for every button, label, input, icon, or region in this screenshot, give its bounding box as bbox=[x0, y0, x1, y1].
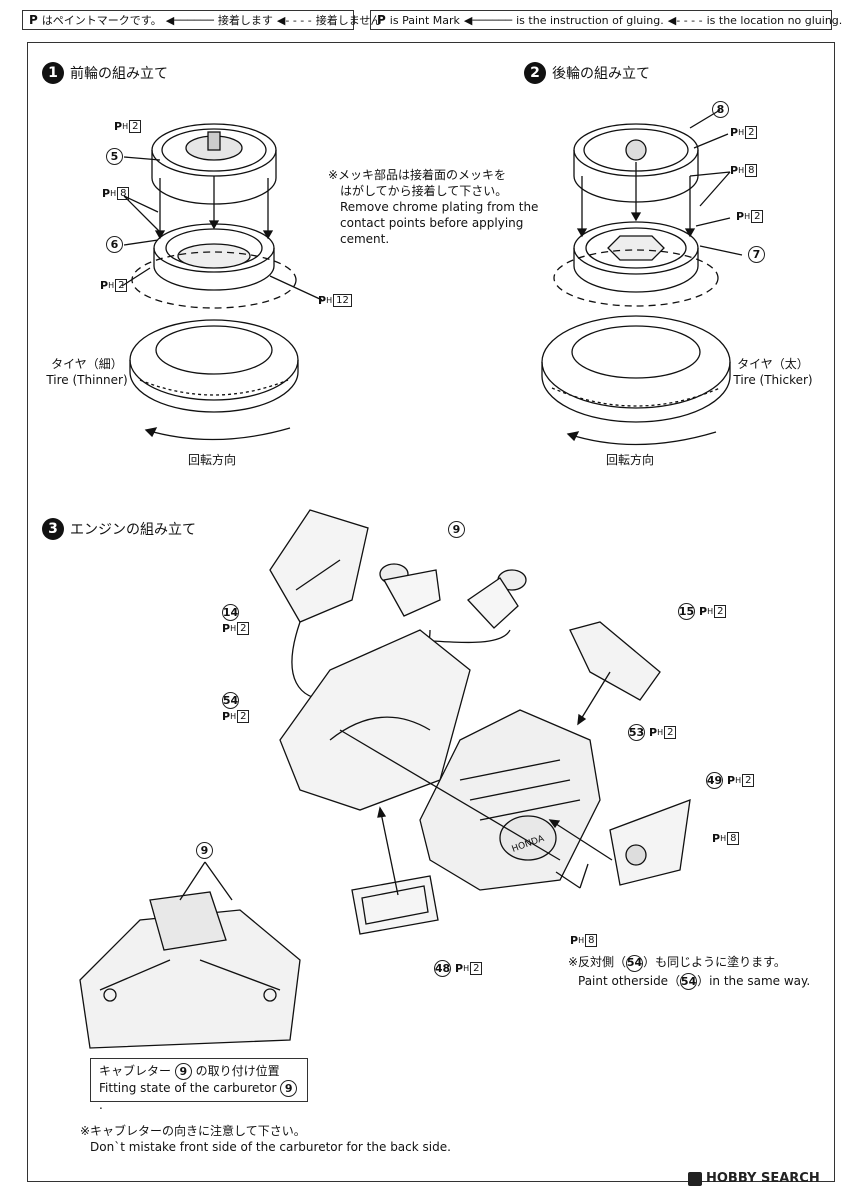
carburetor-right bbox=[467, 569, 527, 629]
part-49-cover bbox=[609, 799, 691, 886]
front-wheel-glue-arrows bbox=[159, 176, 269, 238]
assembly-line bbox=[549, 819, 613, 861]
rear-wheel-glue-arrows bbox=[581, 162, 691, 236]
front-tire bbox=[129, 319, 299, 413]
assembly-line bbox=[577, 671, 611, 725]
rear-wheel-dashed-guide bbox=[553, 249, 719, 307]
paint-mark-icon: P bbox=[29, 13, 38, 27]
step-title: 後輪の組み立て bbox=[552, 66, 650, 82]
leader-line bbox=[121, 156, 323, 301]
watermark: HOBBY SEARCH bbox=[688, 1171, 820, 1186]
legend-no-glue-text: is the location no gluing. bbox=[706, 13, 843, 27]
part-48-tray bbox=[351, 875, 439, 935]
instruction-frame bbox=[27, 42, 835, 1182]
carburetor-fitting-detail bbox=[79, 891, 301, 1049]
rear-wheel-inner-half bbox=[573, 221, 699, 293]
assembly-line bbox=[379, 807, 399, 896]
solid-arrow-icon: ◀────── bbox=[165, 13, 214, 27]
front-rotation-label: 回転方向 bbox=[188, 453, 237, 467]
rear-tire-label: タイヤ（太） Tire (Thicker) bbox=[733, 357, 813, 387]
step-1-heading: 1 前輪の組み立て bbox=[42, 62, 168, 84]
legend-paint-mark-text: はペイントマークです。 bbox=[41, 14, 162, 27]
legend-jp: P はペイントマークです。 ◀────── 接着します ◀- - - - 接着し… bbox=[22, 10, 381, 30]
step-3-heading: 3 エンジンの組み立て bbox=[42, 518, 196, 540]
rear-rotation-arrow bbox=[567, 431, 717, 446]
legend-glue-text: 接着します bbox=[217, 14, 273, 27]
part-7-label: 7 bbox=[748, 246, 765, 263]
step-number: 3 bbox=[42, 518, 64, 540]
step-number: 2 bbox=[524, 62, 546, 84]
rear-rotation-label: 回転方向 bbox=[606, 453, 655, 467]
part-6-label: 6 bbox=[106, 236, 123, 253]
part-53-engine-block bbox=[419, 709, 601, 891]
paint-otherside-note: ※反対側（54）も同じように塗ります。 Paint otherside（54）i… bbox=[568, 953, 810, 990]
hobby-search-logo-icon bbox=[688, 1171, 702, 1186]
paint-mark-icon: P bbox=[377, 13, 386, 27]
rear-tire bbox=[541, 315, 731, 423]
carburetor-left bbox=[379, 563, 441, 617]
carburetor-orientation-note: ※キャブレターの向きに注意して下さい。 Don`t mistake front … bbox=[80, 1124, 451, 1154]
step-title: エンジンの組み立て bbox=[70, 522, 196, 538]
leader-line bbox=[555, 863, 589, 889]
assembly-line bbox=[339, 729, 561, 861]
leader-line bbox=[179, 861, 233, 901]
step-title: 前輪の組み立て bbox=[70, 66, 168, 82]
dashed-arrow-icon: ◀- - - - bbox=[667, 13, 703, 27]
front-tire-label: タイヤ（細） Tire (Thinner) bbox=[46, 357, 128, 387]
step-number: 1 bbox=[42, 62, 64, 84]
part-8-label: 8 bbox=[712, 101, 729, 118]
part-9-detail-label: 9 bbox=[196, 842, 213, 859]
leader-line bbox=[689, 109, 743, 256]
legend-paint-mark-text: is Paint Mark bbox=[389, 13, 460, 27]
front-wheel-inner-half bbox=[153, 223, 275, 291]
carburetor-fitting-box: キャブレター 9 の取り付け位置 Fitting state of the ca… bbox=[90, 1058, 308, 1112]
solid-arrow-icon: ◀────── bbox=[463, 13, 513, 27]
legend-glue-text: is the instruction of gluing. bbox=[516, 13, 664, 27]
dashed-arrow-icon: ◀- - - - bbox=[276, 13, 312, 27]
legend-no-glue-text: 接着しません bbox=[315, 14, 382, 27]
rear-wheel-outer-half bbox=[573, 123, 699, 203]
chrome-note: ※メッキ部品は接着面のメッキを はがしてから接着して下さい。 Remove ch… bbox=[328, 168, 539, 246]
part-14-cover bbox=[269, 509, 369, 623]
front-rotation-arrow bbox=[145, 427, 291, 441]
part-54-crankcase bbox=[279, 629, 471, 811]
part-9-label: 9 bbox=[448, 521, 465, 538]
part-15-cover bbox=[569, 621, 661, 701]
step-2-heading: 2 後輪の組み立て bbox=[524, 62, 650, 84]
part-5-label: 5 bbox=[106, 148, 123, 165]
legend-en: P is Paint Mark ◀────── is the instructi… bbox=[370, 10, 842, 30]
